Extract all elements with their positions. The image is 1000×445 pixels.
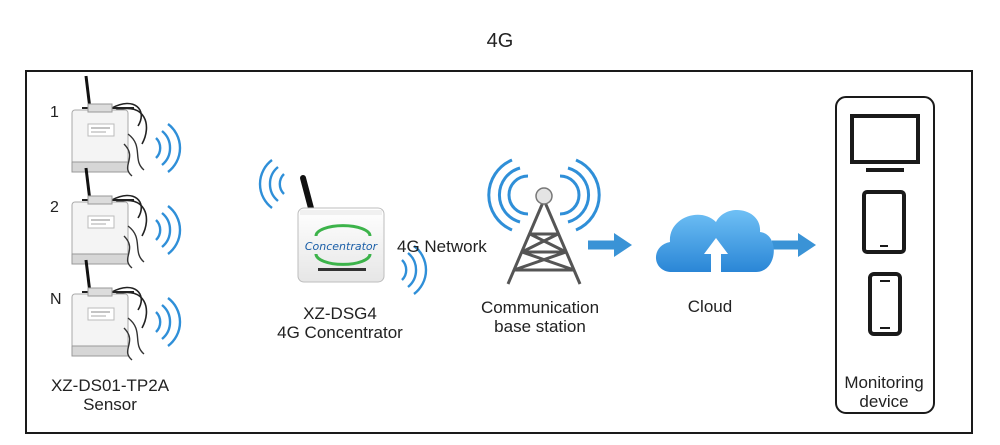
cloud-label: Cloud [687,297,733,316]
sensor-label: XZ-DS01-TP2A Sensor [40,376,180,414]
concentrator-icon: Concentrator [297,175,385,283]
sensor-device-icon [70,166,148,270]
sensor-index-n: N [50,291,62,308]
arrow-icon [588,233,632,257]
wifi-waves-icon [154,122,182,174]
cloud-icon [655,209,774,272]
wifi-waves-icon [154,296,182,348]
diagram-title: 4G [486,30,514,52]
sensor-device-icon [70,258,148,362]
concentrator-name: 4G Concentrator [277,323,403,342]
concentrator-label: XZ-DSG4 4G Concentrator [260,304,420,342]
monitoring-line2: device [859,392,909,411]
concentrator-model: XZ-DSG4 [303,304,377,323]
network-label: 4G Network [397,237,487,256]
sensor-model: XZ-DS01-TP2A [50,376,170,395]
wifi-waves-icon [258,158,286,210]
sensor-index-2: 2 [50,199,59,216]
sensor-device-icon [70,74,148,178]
sensor-name: Sensor [83,395,137,414]
sensor-index-1: 1 [50,104,59,121]
monitoring-device-frame [835,96,935,414]
monitor-icon [850,114,920,172]
monitoring-line1: Monitoring [844,373,924,392]
concentrator-device-text: Concentrator [305,240,379,253]
base-station-label: Communication base station [468,298,612,336]
tablet-icon [862,190,906,254]
base-station-line1: Communication [480,298,600,317]
phone-icon [868,272,902,336]
arrow-icon [772,233,816,257]
monitoring-label: Monitoring device [826,373,942,411]
base-station-line2: base station [494,317,586,336]
tower-icon [487,158,601,285]
wifi-waves-icon [154,204,182,256]
diagram-frame [25,70,973,434]
